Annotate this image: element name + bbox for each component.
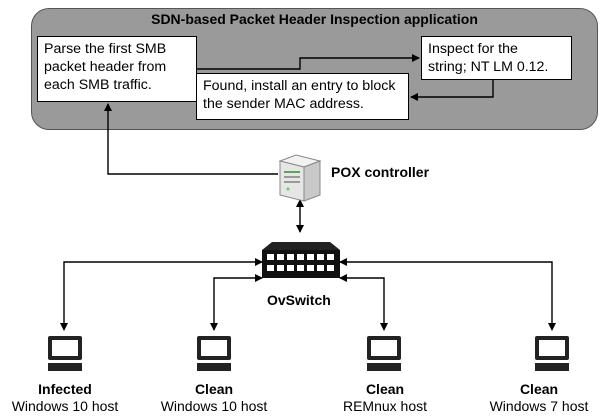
host-os: Windows 10 host <box>11 398 119 414</box>
host-caption-1: Infected Windows 10 host <box>0 381 130 415</box>
arrow-controller-to-parse <box>104 103 278 175</box>
host-status: Clean <box>194 381 234 397</box>
host-status: Clean <box>519 381 559 397</box>
link-host-1 <box>60 258 263 331</box>
server-icon <box>278 154 322 202</box>
computer-icon <box>197 336 231 371</box>
host-caption-3: Clean REMnux host <box>320 381 450 415</box>
link-host-4 <box>339 258 556 331</box>
host-caption-2: Clean Windows 10 host <box>149 381 279 415</box>
computer-icon <box>48 336 82 371</box>
host-caption-4: Clean Windows 7 host <box>474 381 604 415</box>
switch-label: OvSwitch <box>267 292 331 308</box>
host-os: REMnux host <box>342 398 428 414</box>
computer-icon <box>367 336 401 371</box>
network-switch-icon <box>262 242 340 278</box>
host-os: Windows 7 host <box>489 398 589 414</box>
link-host-3 <box>339 274 388 331</box>
host-os: Windows 10 host <box>160 398 268 414</box>
arrow-inspect-to-found <box>410 80 494 101</box>
parse-header-box: Parse the first SMB packet header from e… <box>37 36 197 102</box>
controller-label: POX controller <box>331 164 430 180</box>
install-entry-box: Found, install an entry to block the sen… <box>196 73 409 120</box>
host-status: Clean <box>365 381 405 397</box>
arrow-parse-to-inspect <box>197 54 420 70</box>
inspect-string-box: Inspect for the string; NT LM 0.12. <box>421 36 572 80</box>
application-title: SDN-based Packet Header Inspection appli… <box>151 11 478 27</box>
host-status: Infected <box>38 381 92 397</box>
link-host-2 <box>210 274 263 331</box>
computer-icon <box>535 336 569 371</box>
